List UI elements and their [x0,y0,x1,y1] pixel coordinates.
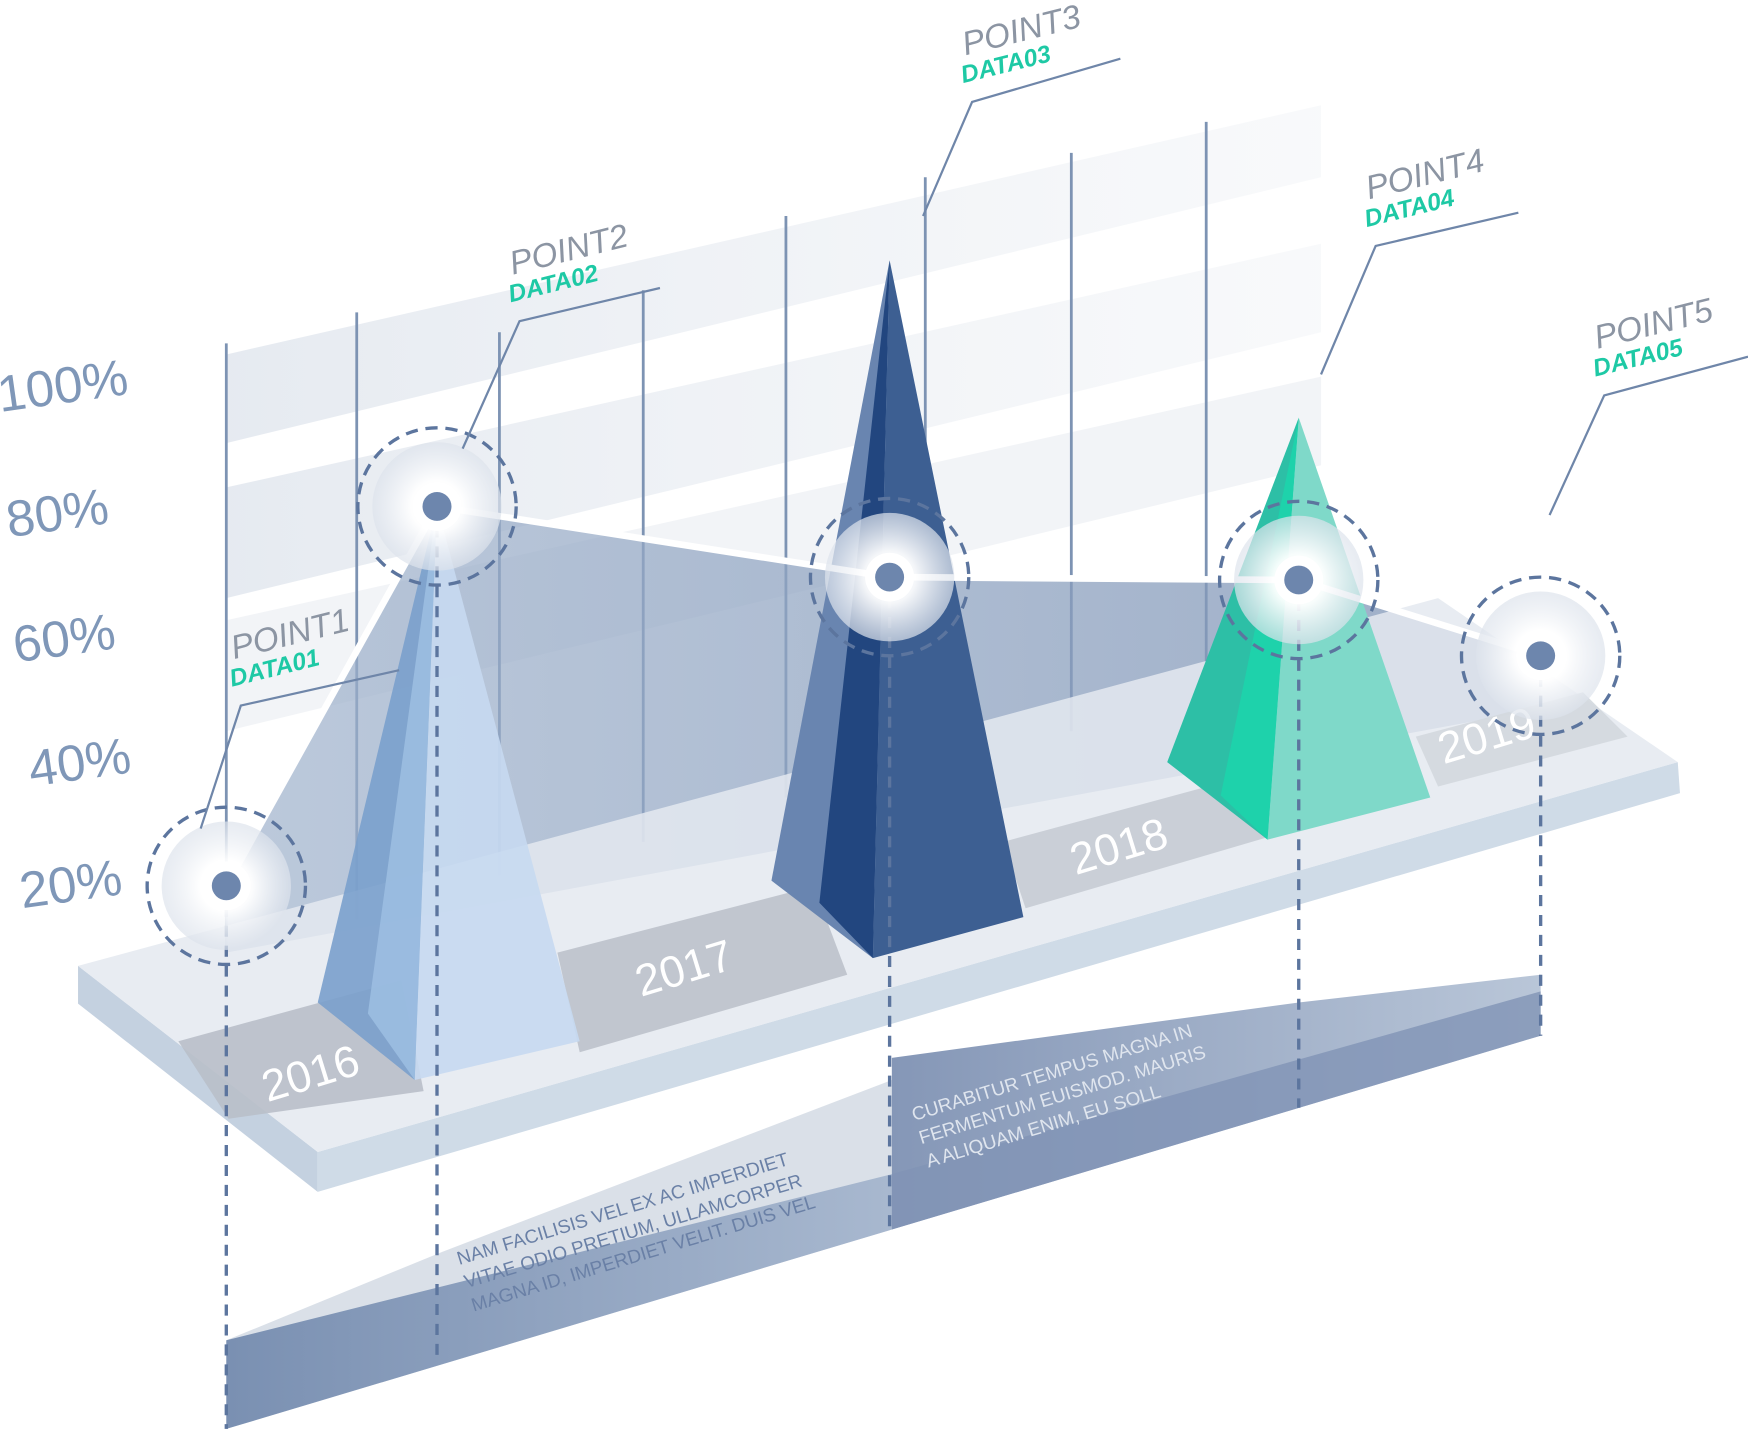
data-point-4[interactable] [1217,499,1380,661]
leader-line [1548,355,1748,516]
dashed-ring [1459,575,1622,737]
pyramid-face [872,260,1024,959]
pyramid-face [367,505,437,1081]
note-ribbon-2 [891,991,1541,1230]
year-band-2017 [557,886,848,1053]
note-ribbons: NAM FACILISIS VEL EX AC IMPERDIET VITAE … [226,974,1541,1429]
y-tick-label: 60% [9,603,119,673]
y-tick-label: 80% [2,478,112,548]
y-axis: 20% 40% 60% 80% 100% [0,349,134,920]
point-dot [1284,565,1314,595]
leader-line [461,286,661,450]
dashed-ring [145,805,308,967]
point-dot [211,871,241,901]
data-point-5[interactable] [1459,575,1622,737]
year-band-2019 [1415,692,1628,787]
dashed-ring [1217,499,1380,661]
dashed-ring [808,496,971,658]
point-dot [422,492,452,521]
pyramid-face [414,505,580,1081]
y-tick-label: 100% [0,349,131,423]
data-point-2[interactable] [356,426,518,587]
leader-line [199,669,400,829]
point-markers [145,426,1622,967]
point-dot [1526,641,1556,671]
platform-side [78,965,318,1192]
pyramid-point3 [771,260,1024,959]
leader-line [1320,211,1519,375]
platform-front [317,762,1680,1192]
pyramid-point2 [317,505,580,1081]
y-tick-label: 40% [25,727,135,797]
note-ribbon-1 [226,1174,892,1429]
y-tick-label: 20% [16,849,126,919]
leader-line [922,57,1121,217]
dashed-ring [356,426,518,587]
year-band-2018 [1003,775,1271,909]
data-point-1[interactable] [145,805,308,967]
data-point-3[interactable] [808,496,971,658]
point-dot [875,562,905,592]
